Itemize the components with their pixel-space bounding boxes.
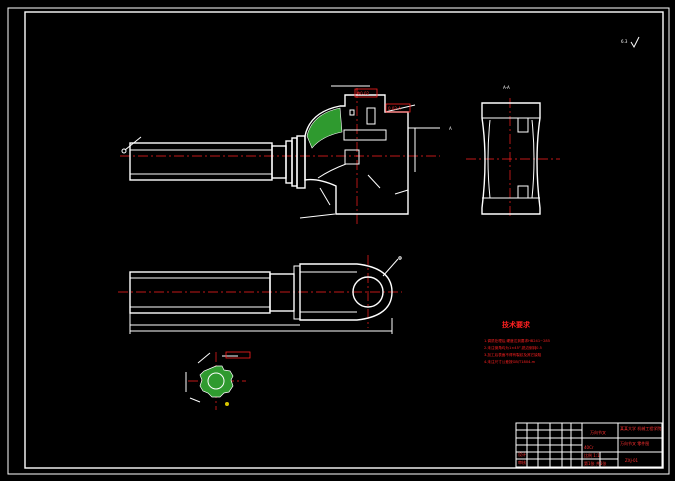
title-drawn-by: 设计 — [518, 451, 526, 457]
inner-frame — [24, 11, 664, 469]
note-3: 3.加工后表面不得有裂纹及其它缺陷 — [484, 352, 542, 357]
note-4: 4.未注尺寸公差按GB/T1804-m — [484, 359, 536, 364]
roughness-value: 6.3 — [621, 39, 628, 44]
title-block: 万向节叉 某某大学 机械工程学院 万向节叉 零件图 ZXJ-01 40Cr 比例… — [515, 422, 663, 468]
section-view-label: A-A — [503, 85, 510, 90]
title-material: 40Cr — [584, 445, 594, 450]
title-scale: 比例 1:1 — [584, 452, 600, 458]
roughness-symbol: 6.3 — [621, 36, 640, 49]
section-hatch-spline — [199, 365, 234, 398]
outer-frame — [7, 7, 670, 475]
title-drawing-title: 万向节叉 零件图 — [620, 440, 649, 446]
title-checked-by: 审核 — [518, 459, 526, 465]
title-drawing-no: ZXJ-01 — [625, 458, 639, 463]
tolerance-label-b: 0.02 A — [388, 106, 401, 111]
side-view: A-A — [466, 85, 560, 218]
notes-title: 技术要求 — [502, 320, 531, 329]
title-part-name: 万向节叉 — [590, 429, 606, 435]
technical-notes: 技术要求 1.调质处理后,硬度达到要求HB241~285 2.未注倒角均为1×4… — [484, 320, 550, 364]
section-hatch-upper — [306, 107, 343, 149]
front-view: Φ0.02 0.02 A A — [120, 85, 452, 225]
top-view — [118, 255, 402, 334]
cross-section — [185, 351, 251, 410]
note-2: 2.未注倒角均为1×45°,锐边倒钝0.5 — [484, 345, 542, 350]
title-sheet: 第1张 共1张 — [584, 460, 606, 466]
title-school: 某某大学 机械工程学院 — [620, 425, 661, 431]
datum-label: A — [449, 126, 452, 131]
tolerance-label-a: Φ0.02 — [357, 91, 370, 96]
note-1: 1.调质处理后,硬度达到要求HB241~285 — [484, 338, 550, 343]
